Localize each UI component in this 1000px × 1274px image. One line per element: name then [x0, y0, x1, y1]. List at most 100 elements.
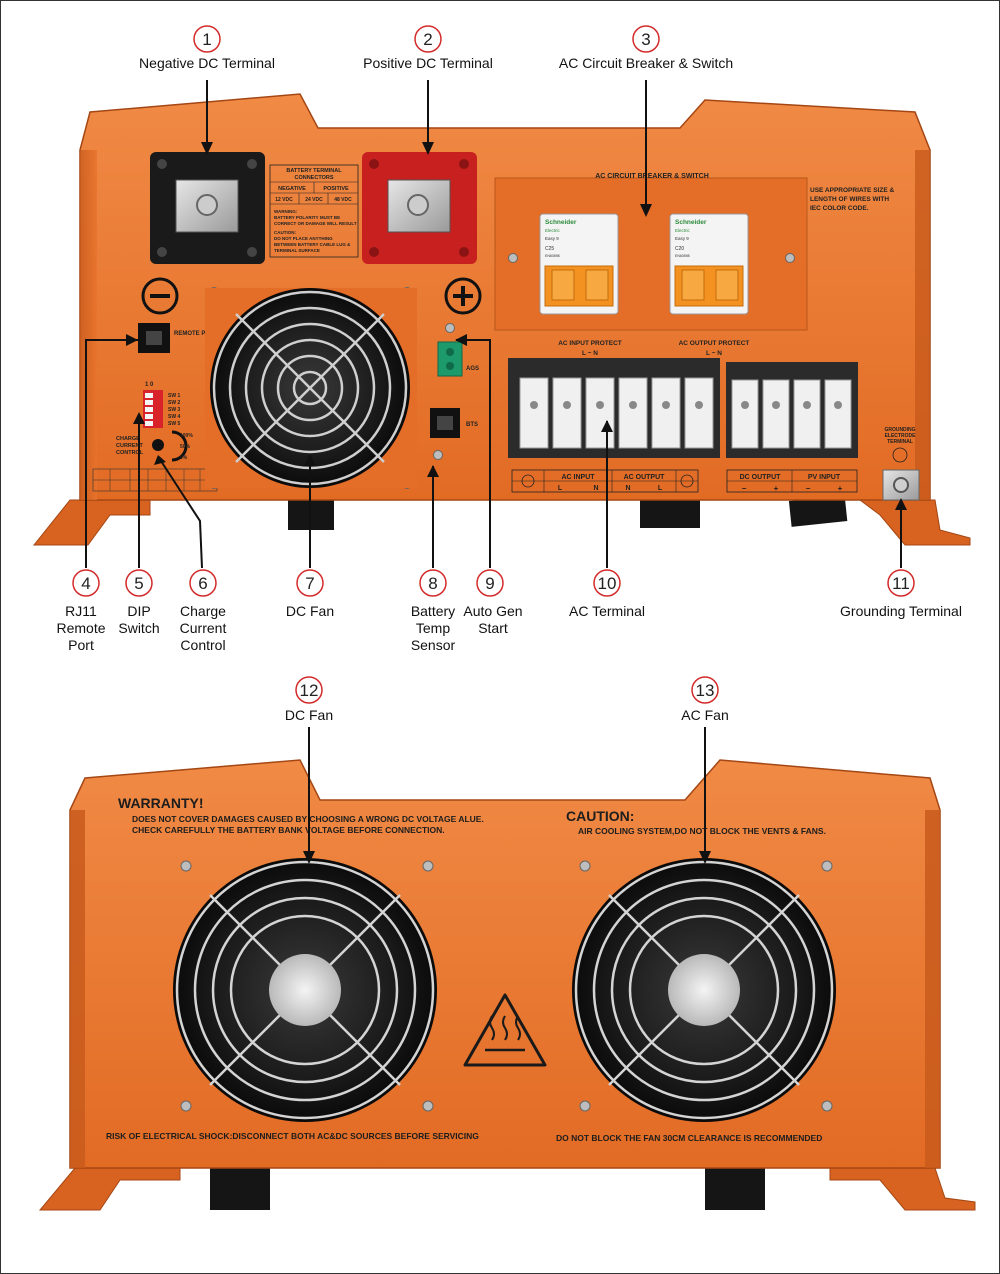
ac-input-ln: L ~ N	[582, 350, 598, 357]
callout-3: 3 AC Circuit Breaker & Switch	[559, 25, 733, 71]
pv-input-minus: −	[806, 484, 811, 493]
front-dc-fan	[205, 288, 417, 488]
battery-terminal-label: BATTERY TERMINAL CONNECTORS NEGATIVE POS…	[269, 164, 359, 258]
charge-level-100: 100%	[180, 433, 193, 439]
callout-6-label-1: Charge	[180, 603, 226, 619]
dc-output-minus: −	[742, 484, 747, 493]
breaker-right-code: EN60898	[675, 254, 690, 258]
callout-badges: 1 Negative DC Terminal 2 Positive DC Ter…	[56, 25, 962, 723]
callout-6-label-2: Current	[180, 620, 227, 636]
dip-switch[interactable]	[143, 390, 163, 428]
caution-title: CAUTION:	[566, 808, 634, 824]
callout-11-label: Grounding Terminal	[840, 603, 962, 619]
callout-4-label-2: Remote	[56, 620, 105, 636]
warranty-title: WARRANTY!	[118, 795, 204, 811]
battery-temp-sensor-port[interactable]	[430, 408, 460, 438]
ground-icon	[680, 474, 694, 488]
callout-5-label-2: Switch	[118, 620, 159, 636]
callout-8-number: 8	[428, 574, 437, 593]
caution-line: AIR COOLING SYSTEM,DO NOT BLOCK THE VENT…	[578, 826, 826, 836]
callout-6: 6 Charge Current Control	[180, 569, 227, 653]
callout-12: 12 DC Fan	[285, 676, 333, 723]
charge-current-knob[interactable]	[152, 430, 188, 462]
callout-9-label-2: Start	[478, 620, 508, 636]
battery-box-warning-1: WARNING:	[274, 209, 298, 214]
ac-output-breaker[interactable]: Schneider Electric Easy 9 C20 EN60898	[669, 213, 749, 315]
warranty-line-1: DOES NOT COVER DAMAGES CAUSED BY CHOOSIN…	[132, 814, 484, 824]
terminal-label-strip	[511, 469, 858, 493]
front-unit: BATTERY TERMINAL CONNECTORS NEGATIVE POS…	[32, 93, 971, 546]
breaker-right-model: Easy 9	[675, 236, 689, 241]
charge-level-50: 50%	[180, 444, 191, 450]
battery-box-positive: POSITIVE	[323, 186, 349, 192]
grounding-label-1: GROUNDING	[884, 427, 915, 433]
charge-label-1: CHARGE	[116, 436, 140, 442]
callout-6-label-3: Control	[180, 637, 225, 653]
ac-output-label: AC OUTPUT	[624, 474, 666, 481]
rear-mounting-feet	[38, 1167, 976, 1211]
callout-3-label: AC Circuit Breaker & Switch	[559, 55, 733, 71]
ac-output-l: L	[658, 485, 663, 492]
callout-5: 5 DIP Switch	[118, 569, 160, 636]
callout-2-number: 2	[423, 30, 432, 49]
callout-2-label: Positive DC Terminal	[363, 55, 493, 71]
ac-output-ln: L ~ N	[706, 350, 722, 357]
breaker-right-brand-sub: Electric	[675, 228, 691, 233]
charge-label-2: CURRENT	[116, 443, 144, 449]
auto-gen-start-connector[interactable]	[437, 341, 463, 377]
callout-8-label-3: Sensor	[411, 637, 456, 653]
rear-dc-fan	[173, 858, 437, 1122]
callout-7-label: DC Fan	[286, 603, 334, 619]
dip-label-sw4: SW 4	[168, 414, 180, 420]
callout-4-label-1: RJ11	[65, 603, 97, 619]
callout-11: 11 Grounding Terminal	[840, 569, 962, 619]
dip-label-sw3: SW 3	[168, 407, 180, 413]
breaker-right-rating: C20	[675, 246, 684, 252]
callout-4: 4 RJ11 Remote Port	[56, 569, 106, 653]
dip-switch-labels: SW 1 SW 2 SW 3 SW 4 SW 5	[168, 393, 180, 427]
ac-output-n: N	[625, 485, 630, 492]
callout-10-number: 10	[598, 574, 617, 593]
callout-9-number: 9	[485, 574, 494, 593]
battery-box-24v: 24 VDC	[305, 197, 323, 203]
callout-2: 2 Positive DC Terminal	[363, 25, 493, 71]
pv-input-label: PV INPUT	[808, 474, 841, 481]
positive-dc-terminal[interactable]	[362, 152, 477, 264]
ac-input-l: L	[558, 485, 563, 492]
bottom-left-warning: RISK OF ELECTRICAL SHOCK:DISCONNECT BOTH…	[106, 1131, 479, 1141]
grounding-terminal[interactable]	[882, 469, 920, 501]
callout-6-number: 6	[198, 574, 207, 593]
wire-notice-3: IEC COLOR CODE.	[810, 205, 869, 212]
ac-input-label: AC INPUT	[561, 474, 595, 481]
callout-8: 8 Battery Temp Sensor	[411, 569, 456, 653]
callout-11-number: 11	[892, 574, 910, 593]
battery-box-caution-1: CAUTION:	[274, 230, 296, 235]
breaker-left-code: EN60898	[545, 254, 560, 258]
callout-line-4	[85, 339, 138, 568]
ground-symbol-icon	[892, 447, 908, 463]
callout-1: 1 Negative DC Terminal	[139, 25, 275, 71]
ac-input-breaker[interactable]: Schneider Electric Easy 9 C25 EN60898	[539, 213, 619, 315]
callout-7: 7 DC Fan	[286, 569, 334, 619]
grounding-label-2: ELECTRODE	[885, 433, 917, 439]
charge-level-0: 0%	[180, 455, 188, 461]
callout-4-label-3: Port	[68, 637, 94, 653]
wire-notice-1: USE APPROPRIATE SIZE &	[810, 187, 894, 194]
remote-port-label: REMOTE PORT	[174, 331, 218, 337]
breaker-left-brand-sub: Electric	[545, 228, 561, 233]
rj11-remote-port[interactable]	[138, 323, 170, 353]
bts-label: BTS	[466, 422, 478, 428]
battery-box-negative: NEGATIVE	[278, 186, 306, 192]
callout-arrowheads	[126, 142, 907, 864]
negative-dc-terminal[interactable]	[150, 152, 265, 264]
ground-icon	[521, 474, 535, 488]
breaker-left-brand: Schneider	[545, 219, 577, 226]
callout-12-number: 12	[300, 681, 319, 700]
breaker-left-model: Easy 9	[545, 236, 559, 241]
callout-10: 10 AC Terminal	[569, 569, 645, 619]
wire-notice-2: LENGTH OF WIRES WITH	[810, 196, 889, 203]
ac-terminal-block[interactable]	[508, 358, 858, 458]
callout-5-label-1: DIP	[127, 603, 150, 619]
callout-9-label-1: Auto Gen	[463, 603, 522, 619]
